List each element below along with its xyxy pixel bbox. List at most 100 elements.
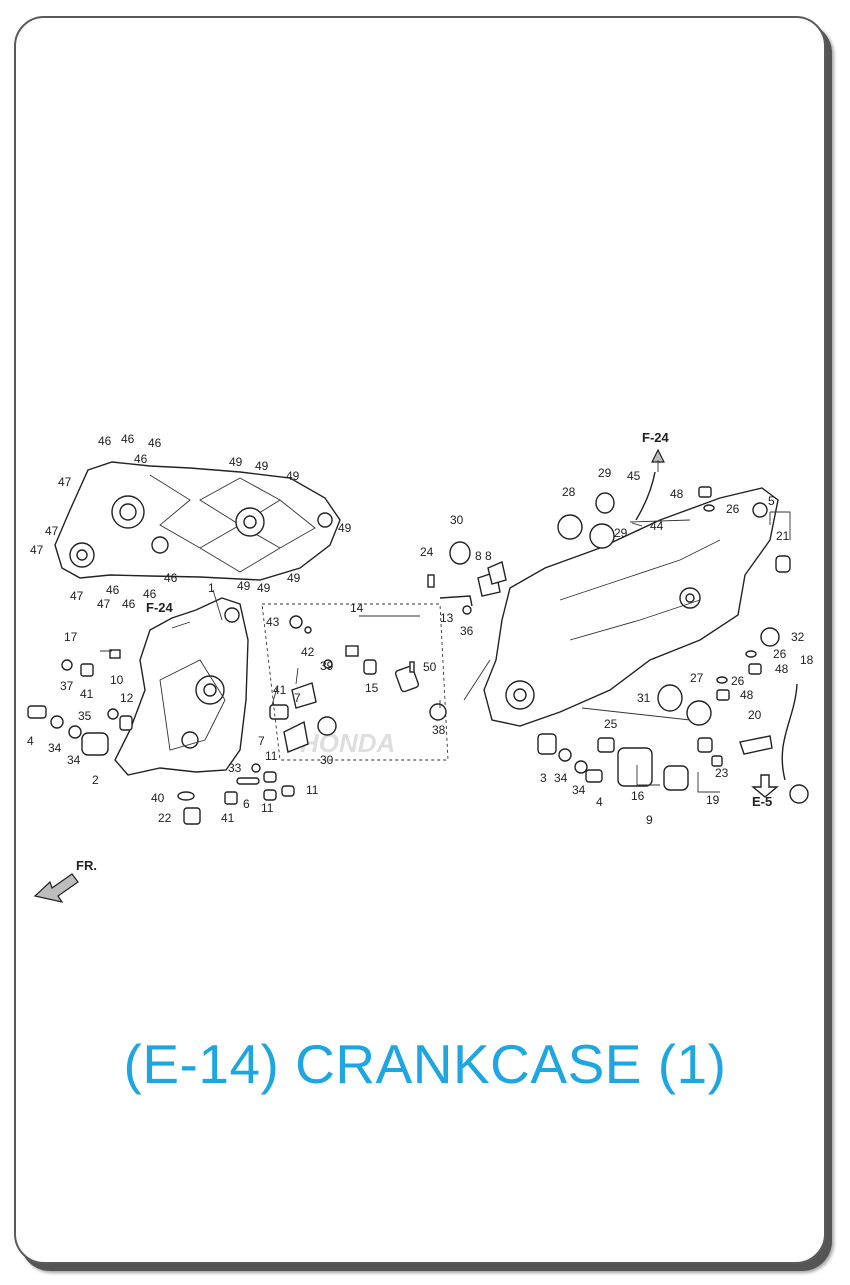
callout: 11 xyxy=(261,801,274,815)
callout: 26 xyxy=(773,647,787,661)
right-crankcase xyxy=(483,487,791,727)
callout: 46 xyxy=(164,571,178,585)
drain-bolt-22 xyxy=(183,807,201,825)
callout: 45 xyxy=(627,469,641,483)
callout: 11 xyxy=(306,783,319,797)
callout: 17 xyxy=(64,630,78,644)
callout: 34 xyxy=(48,741,62,755)
ref-front: FR. xyxy=(76,858,97,873)
callout: 50 xyxy=(423,660,437,674)
leader-lines xyxy=(100,511,791,793)
callout: 46 xyxy=(98,434,112,448)
dowel-41a xyxy=(80,663,94,677)
callout: 49 xyxy=(286,469,300,483)
bolt-48-mid xyxy=(748,663,762,675)
callout: 5 xyxy=(768,494,775,508)
callout: 26 xyxy=(731,674,745,688)
bearing-29b xyxy=(589,523,615,549)
washer-26-mid xyxy=(745,650,757,658)
rotor-31 xyxy=(657,684,683,712)
o-ring-38 xyxy=(429,703,447,721)
callout: 3 xyxy=(540,771,547,785)
callout: 19 xyxy=(706,793,720,807)
callout: 32 xyxy=(791,630,805,644)
callout: 39 xyxy=(320,659,334,673)
callout: 43 xyxy=(266,615,280,629)
oil-seal-30-left xyxy=(317,716,337,736)
callout: 29 xyxy=(598,466,612,480)
washer-34-r2 xyxy=(574,760,588,774)
ref-f24-right: F-24 xyxy=(642,430,670,445)
callout: 49 xyxy=(338,521,352,535)
callout: 46 xyxy=(121,432,135,446)
o-ring-35 xyxy=(107,708,119,720)
relief-valve-assembly xyxy=(261,603,449,761)
callout: 15 xyxy=(365,681,379,695)
callout: 36 xyxy=(460,624,474,638)
crankcase-inner-frame xyxy=(54,461,341,581)
pipe-13 xyxy=(439,595,473,607)
bolt-48-low xyxy=(716,689,730,701)
callout: 41 xyxy=(80,687,94,701)
callout: 30 xyxy=(320,753,334,767)
oil-filter-16 xyxy=(617,747,653,787)
callout: 49 xyxy=(257,581,271,595)
callout: 49 xyxy=(237,579,251,593)
bolt-24 xyxy=(427,574,435,588)
callout: 22 xyxy=(158,811,172,825)
callout: 46 xyxy=(148,436,162,450)
callout: 20 xyxy=(748,708,762,722)
washer-34-b xyxy=(68,725,82,739)
callout: 48 xyxy=(740,688,754,702)
callout: 44 xyxy=(650,519,664,533)
callout: 47 xyxy=(97,597,111,611)
callout: 34 xyxy=(572,783,586,797)
callout: 23 xyxy=(715,766,729,780)
callout: 31 xyxy=(637,691,651,705)
collar-3 xyxy=(537,733,557,755)
switch-19 xyxy=(697,737,713,753)
dowel-11c xyxy=(281,785,295,797)
seal-32 xyxy=(760,627,780,647)
bearing-28 xyxy=(557,514,583,540)
o-ring-33 xyxy=(251,763,261,773)
callout: 46 xyxy=(106,583,120,597)
bracket-20 xyxy=(739,735,773,755)
callout: 28 xyxy=(562,485,576,499)
callout: 49 xyxy=(287,571,301,585)
o-ring-36 xyxy=(462,605,472,615)
callout: 34 xyxy=(67,753,81,767)
callout: 26 xyxy=(726,502,740,516)
callout: 21 xyxy=(776,529,790,543)
bearing-shell-7b xyxy=(291,682,317,709)
collar-2 xyxy=(81,732,109,756)
callout: 24 xyxy=(420,545,434,559)
washer-34-r1 xyxy=(558,748,572,762)
joint-6 xyxy=(236,777,260,785)
page-title: (E-14) CRANKCASE (1) xyxy=(123,1033,727,1095)
callout: 38 xyxy=(432,723,446,737)
bolt-25 xyxy=(597,737,615,753)
bolt-4-left xyxy=(27,705,47,719)
callout: 7 xyxy=(294,691,301,705)
callout: 46 xyxy=(134,452,148,466)
callout: 34 xyxy=(554,771,568,785)
callout: 13 xyxy=(440,611,454,625)
callout: 18 xyxy=(800,653,814,667)
callout: 35 xyxy=(78,709,92,723)
left-crankcase xyxy=(114,597,249,776)
honda-watermark: HONDA xyxy=(300,728,395,758)
callout: 4 xyxy=(27,734,34,748)
callout: 30 xyxy=(450,513,464,527)
dowel-11b xyxy=(263,789,277,801)
callout: 40 xyxy=(151,791,165,805)
sensor-18 xyxy=(789,784,809,804)
callout: 47 xyxy=(70,589,84,603)
callout: 4 xyxy=(596,795,603,809)
callout: 8 xyxy=(475,549,482,563)
front-arrow xyxy=(33,873,79,903)
oil-strainer-part xyxy=(109,649,121,659)
bearing-shell-7a xyxy=(283,720,309,753)
callout: 47 xyxy=(30,543,44,557)
